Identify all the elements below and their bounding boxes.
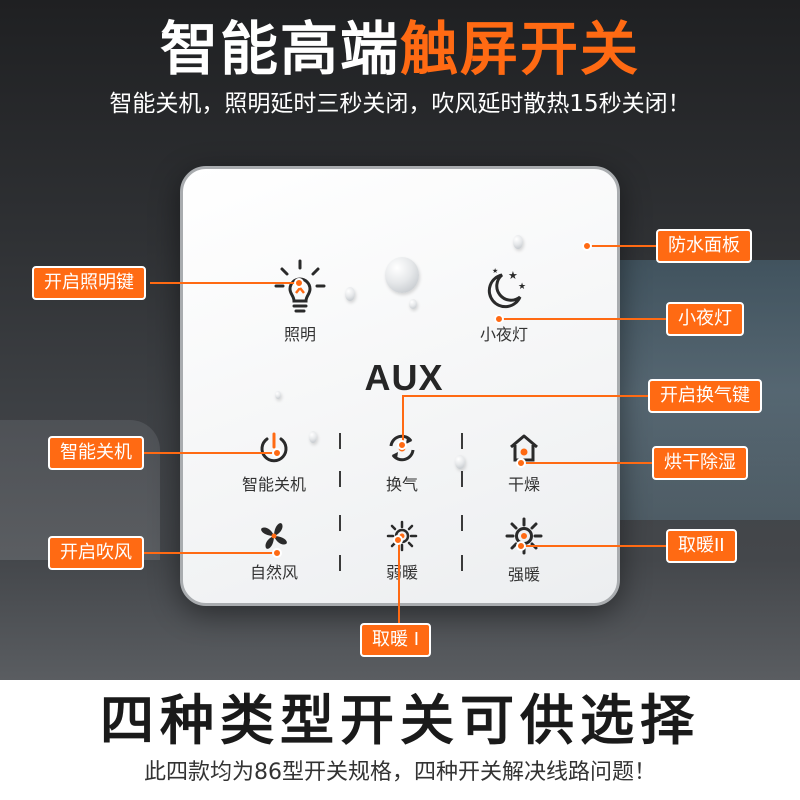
drying-label: 干燥 — [507, 475, 540, 494]
callout-heat-one: 取暖 I — [360, 623, 432, 657]
natural-wind-label: 自然风 — [249, 563, 298, 582]
weak-heat-label: 弱暖 — [385, 563, 418, 582]
ventilation-button[interactable]: 换气 — [347, 431, 457, 495]
callout-line — [522, 462, 652, 464]
page-title: 智能高端触屏开关 — [0, 14, 800, 84]
callout-line — [144, 452, 278, 454]
natural-wind-button[interactable]: 自然风 — [219, 519, 329, 583]
strong-heat-button[interactable]: 强暖 — [469, 517, 579, 585]
divider — [339, 555, 341, 571]
touch-switch-panel: 照明 ★ ★ ★ 小夜灯 AUX 智能关机 换气 — [180, 166, 620, 606]
smart-off-button[interactable]: 智能关机 — [219, 431, 329, 495]
fan-icon — [261, 523, 287, 549]
divider — [461, 433, 463, 449]
callout-dot — [393, 535, 403, 545]
callout-dot — [272, 548, 282, 558]
callout-line — [402, 395, 404, 445]
divider — [339, 471, 341, 487]
callout-heat-two: 取暖II — [666, 529, 737, 563]
night-light-button[interactable]: ★ ★ ★ 小夜灯 — [449, 265, 559, 345]
callout-dot — [516, 541, 526, 551]
water-drop — [513, 235, 523, 249]
callout-line — [144, 552, 278, 554]
callout-dot — [397, 440, 407, 450]
callout-dot — [272, 448, 282, 458]
power-icon — [260, 432, 288, 463]
callout-line — [398, 540, 400, 624]
callout-line — [588, 245, 656, 247]
svg-text:★: ★ — [508, 269, 518, 282]
callout-line — [500, 318, 666, 320]
water-drop — [345, 287, 355, 301]
page-subtitle: 智能关机，照明延时三秒关闭，吹风延时散热15秒关闭！ — [109, 91, 691, 117]
footer-title: 四种类型开关可供选择 — [100, 689, 700, 752]
callout-dot — [516, 458, 526, 468]
water-drop — [275, 391, 281, 399]
divider — [461, 555, 463, 571]
footer-subtitle: 此四款均为86型开关规格，四种开关解决线路问题！ — [144, 760, 656, 785]
moon-stars-icon: ★ ★ ★ — [487, 267, 526, 309]
callout-line — [402, 395, 652, 397]
weak-heat-button[interactable]: 弱暖 — [347, 519, 457, 583]
callout-ventilation-key: 开启换气键 — [648, 379, 762, 413]
ventilation-label: 换气 — [385, 475, 418, 494]
divider — [339, 515, 341, 531]
water-drop — [385, 257, 419, 293]
aux-logo: AUX — [364, 357, 444, 398]
water-drop — [455, 455, 465, 469]
lighting-button[interactable]: 照明 — [245, 259, 355, 345]
svg-text:★: ★ — [492, 267, 498, 275]
strong-heat-label: 强暖 — [507, 565, 540, 584]
callout-lighting-key: 开启照明键 — [32, 266, 146, 300]
callout-dot — [294, 278, 304, 288]
callout-drying: 烘干除湿 — [652, 446, 748, 480]
callout-blow: 开启吹风 — [48, 536, 144, 570]
callout-night-light: 小夜灯 — [666, 302, 744, 336]
water-drop — [309, 431, 317, 443]
callout-line — [522, 545, 666, 547]
footer-band — [0, 680, 800, 800]
callout-smart-off: 智能关机 — [48, 436, 144, 470]
night-light-label: 小夜灯 — [479, 325, 528, 344]
title-orange-part: 触屏开关 — [400, 15, 641, 83]
divider — [461, 471, 463, 487]
callout-dot — [494, 314, 504, 324]
callout-line — [150, 282, 300, 284]
smart-off-label: 智能关机 — [241, 475, 306, 494]
divider — [461, 515, 463, 531]
svg-text:★: ★ — [518, 282, 526, 292]
water-drop — [409, 299, 417, 309]
divider — [339, 433, 341, 449]
title-white-part: 智能高端 — [159, 15, 400, 83]
callout-dot — [582, 241, 592, 251]
lighting-label: 照明 — [283, 325, 316, 344]
callout-waterproof-panel: 防水面板 — [656, 229, 752, 263]
